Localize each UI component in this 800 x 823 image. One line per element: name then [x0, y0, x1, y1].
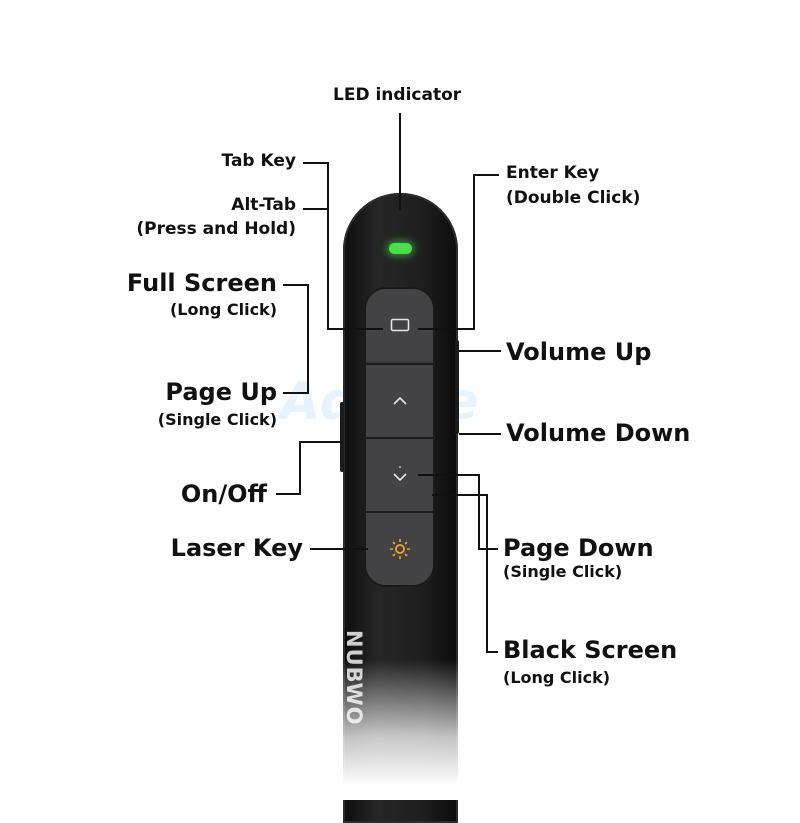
page-up-leader [283, 392, 309, 394]
power-switch [340, 402, 344, 472]
presenter-diagram: Advice [126, 85, 691, 823]
black-screen-leader-h1 [432, 494, 488, 496]
page-up-label: Page Up [165, 378, 277, 406]
volume-down-leader [459, 433, 501, 435]
page-down-leader-h2 [478, 548, 498, 550]
alt-tab-note: (Press and Hold) [136, 219, 296, 239]
chevron-down-icon [392, 466, 407, 482]
volume-up-label: Volume Up [506, 338, 652, 366]
full-screen-leader-h [283, 284, 309, 286]
volume-rocker [455, 340, 459, 434]
enter-key-leader-h [473, 174, 499, 176]
black-screen-leader-v [486, 494, 488, 653]
page-down-leader-h1 [418, 474, 480, 476]
black-screen-label: Black Screen [503, 636, 678, 664]
enter-key-label: Enter Key [506, 163, 600, 183]
on-off-label: On/Off [180, 480, 267, 508]
laser-key[interactable] [366, 511, 433, 585]
on-off-leader-h [276, 493, 301, 495]
full-screen-label: Full Screen [126, 269, 277, 297]
laser-key-leader [310, 548, 368, 550]
on-off-leader-v [299, 441, 301, 495]
page-up-note: (Single Click) [157, 410, 277, 429]
led-indicator-light [389, 243, 412, 254]
tab-key-label: Tab Key [221, 151, 296, 171]
page-down-note: (Single Click) [503, 562, 623, 581]
screen-icon [390, 318, 409, 332]
device-fade [330, 660, 470, 800]
tab-key-leader-v [327, 162, 329, 330]
full-screen-note: (Long Click) [169, 300, 277, 319]
page-down-leader-v [478, 474, 480, 550]
tab-fullscreen-key[interactable] [366, 289, 433, 361]
black-screen-leader-h2 [486, 651, 498, 653]
sun-icon [389, 539, 410, 559]
black-screen-note: (Long Click) [503, 668, 611, 687]
full-screen-leader-v [307, 284, 309, 394]
led-leader [399, 113, 401, 210]
page-up-key[interactable] [366, 363, 433, 437]
alt-tab-leader-h [303, 208, 329, 210]
keypad [366, 289, 433, 585]
chevron-up-icon [392, 396, 407, 405]
enter-key-note: (Double Click) [506, 188, 641, 208]
tab-key-leader-h [303, 162, 329, 164]
enter-key-leader-v [473, 174, 475, 330]
volume-down-label: Volume Down [506, 419, 691, 447]
led-indicator-label: LED indicator [333, 85, 462, 105]
page-down-label: Page Down [503, 534, 654, 562]
on-off-leader-to-switch [299, 441, 341, 443]
tab-key-leader-to-key [327, 328, 383, 330]
laser-key-label: Laser Key [170, 534, 303, 562]
alt-tab-label: Alt-Tab [231, 195, 296, 215]
volume-up-leader [459, 350, 501, 352]
enter-key-leader-to-key [418, 328, 475, 330]
